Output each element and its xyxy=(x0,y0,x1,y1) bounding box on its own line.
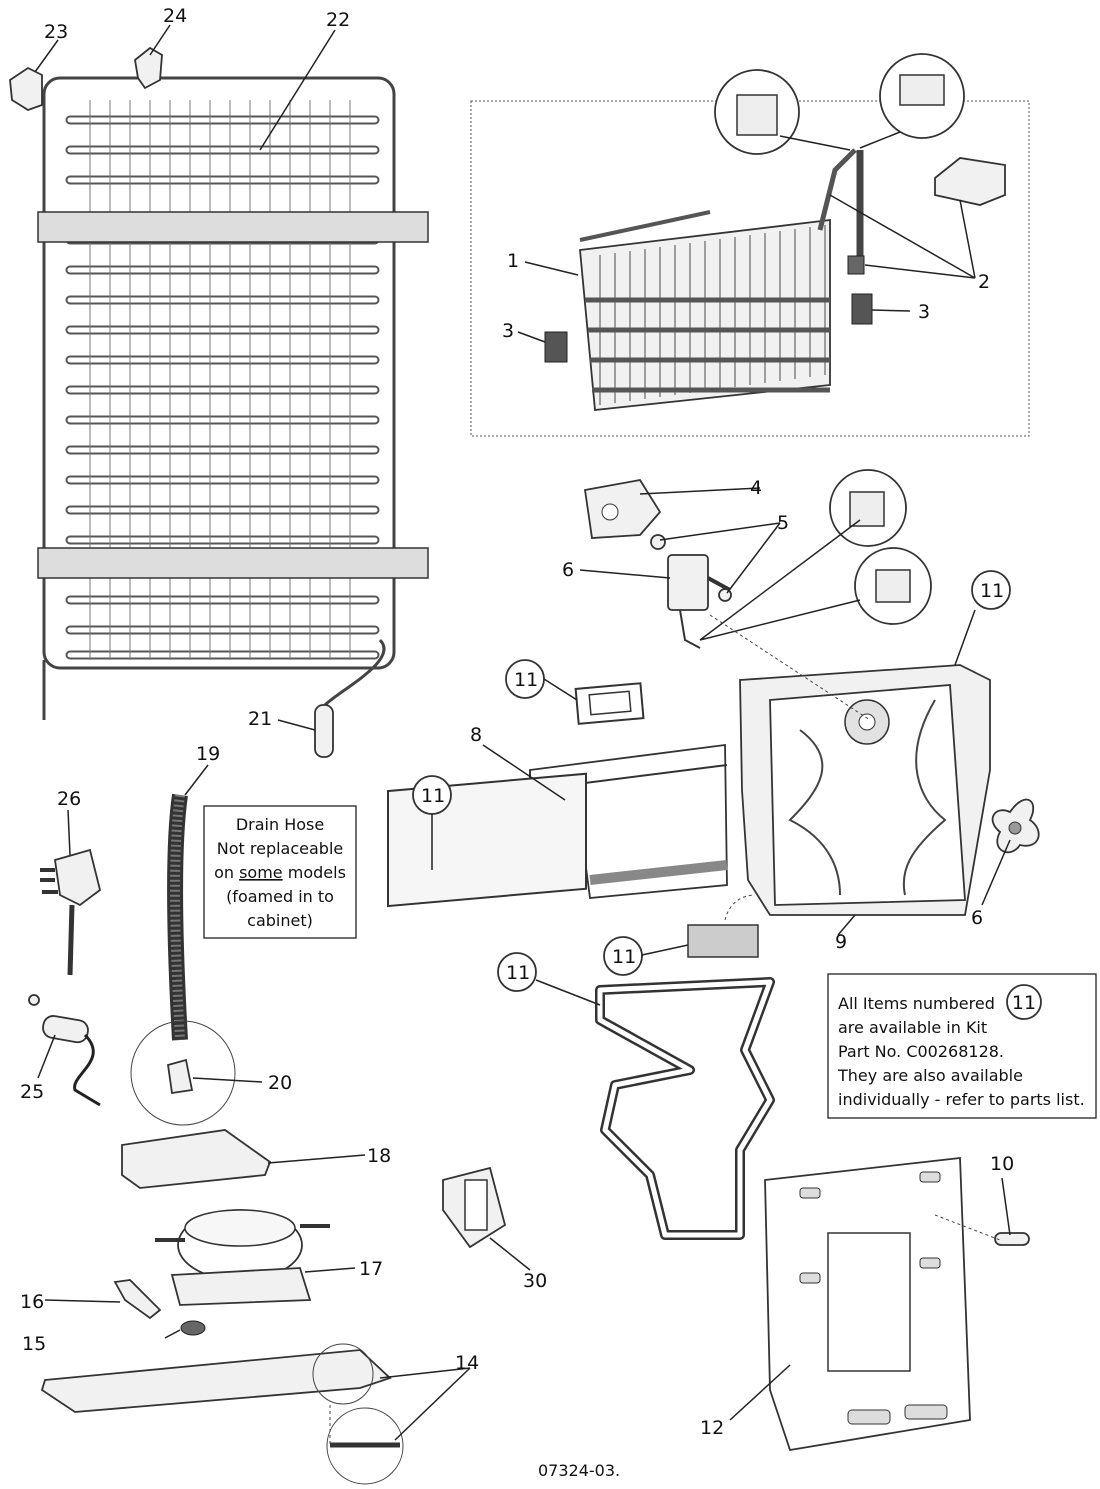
label-11e: 11 xyxy=(506,962,530,984)
part-11-small-seal xyxy=(574,682,645,725)
badge-11-e xyxy=(497,952,537,992)
label-6b: 6 xyxy=(971,907,983,929)
label-2: 2 xyxy=(978,271,990,293)
label-17: 17 xyxy=(359,1258,383,1280)
evaporator-dashed-box xyxy=(470,100,1030,437)
drawing-reference: 07324-03. xyxy=(538,1461,620,1480)
leader-lines xyxy=(34,24,1011,1441)
drain-note-line2: Not replaceable xyxy=(217,839,343,858)
part-11-gasket xyxy=(595,977,775,1240)
part-4-bracket xyxy=(583,479,662,539)
label-12: 12 xyxy=(700,1417,724,1439)
part-1-evaporator xyxy=(579,148,864,411)
part-9-fan-housing xyxy=(739,664,991,916)
kit-note: All Items numbered 11 are available in K… xyxy=(827,973,1097,1119)
part-21-drier xyxy=(314,704,334,758)
part-30-holder xyxy=(442,1166,507,1249)
socket-icon xyxy=(899,74,945,106)
part-24-clip xyxy=(134,46,163,90)
kit-note-line2: are available in Kit xyxy=(838,1018,987,1037)
kit-note-line4: They are also available xyxy=(837,1066,1023,1085)
part-11-foam-pad xyxy=(687,924,759,958)
part-5-nut xyxy=(650,534,666,550)
label-26: 26 xyxy=(57,788,81,810)
part-2-heater-clip xyxy=(934,157,1006,206)
label-3b: 3 xyxy=(918,301,930,323)
plug-icon xyxy=(736,94,778,136)
label-11a: 11 xyxy=(980,580,1004,602)
label-5: 5 xyxy=(777,512,789,534)
badge-11-a xyxy=(971,570,1011,610)
plug-2-icon xyxy=(849,491,885,527)
label-6a: 6 xyxy=(562,559,574,581)
part-3-sleeve-left xyxy=(544,331,568,363)
label-21: 21 xyxy=(248,708,272,730)
part-16-bracket xyxy=(113,1279,162,1320)
kit-note-line3: Part No. C00268128. xyxy=(838,1042,1004,1061)
number-labels: 23 24 22 1 3 2 3 4 5 6 11 11 21 8 19 11 … xyxy=(20,5,1014,1439)
label-23: 23 xyxy=(44,21,68,43)
part-26-plug xyxy=(40,848,102,976)
label-11d: 11 xyxy=(612,946,636,968)
label-19: 19 xyxy=(196,743,220,765)
label-8: 8 xyxy=(470,724,482,746)
label-22: 22 xyxy=(326,9,350,31)
part-15-grommet xyxy=(180,1320,206,1336)
label-15: 15 xyxy=(22,1333,46,1355)
label-20: 20 xyxy=(268,1072,292,1094)
part-12-back-plate xyxy=(764,1156,971,1452)
label-11c: 11 xyxy=(421,785,445,807)
label-24: 24 xyxy=(163,5,187,27)
part-19-drain-hose xyxy=(130,793,236,1126)
part-17-compressor xyxy=(155,1209,330,1306)
label-14: 14 xyxy=(455,1352,479,1374)
label-16: 16 xyxy=(20,1291,44,1313)
label-3a: 3 xyxy=(502,320,514,342)
label-30: 30 xyxy=(523,1270,547,1292)
part-6-fan-blade xyxy=(991,798,1040,854)
part-23-cap xyxy=(9,66,43,111)
label-25: 25 xyxy=(20,1081,44,1103)
label-4: 4 xyxy=(750,477,762,499)
part-6-fan-motor xyxy=(667,554,731,649)
part-10-pin xyxy=(994,1232,1030,1246)
label-11b: 11 xyxy=(514,669,538,691)
part-2-connector xyxy=(847,255,865,275)
part-14-base-rail xyxy=(40,1349,392,1413)
drain-note-line1: Drain Hose xyxy=(236,815,324,834)
drain-note-line5: cabinet) xyxy=(247,911,313,930)
label-9: 9 xyxy=(835,931,847,953)
condenser-coil xyxy=(37,76,429,720)
kit-note-badge xyxy=(1006,984,1042,1020)
drain-note-line3: on some models xyxy=(214,863,346,882)
label-1: 1 xyxy=(507,250,519,272)
badge-11-d xyxy=(603,936,643,976)
label-10: 10 xyxy=(990,1153,1014,1175)
drain-note-line4: (foamed in to xyxy=(226,887,334,906)
drain-hose-note: Drain Hose Not replaceable on some model… xyxy=(203,805,357,939)
kit-note-line1: All Items numbered xyxy=(838,994,995,1013)
label-18: 18 xyxy=(367,1145,391,1167)
part-18-drip-tray xyxy=(121,1129,272,1189)
kit-note-line5: individually - refer to parts list. xyxy=(838,1090,1085,1109)
kit-note-badge-text: 11 xyxy=(1012,992,1036,1014)
part-3-sleeve-right xyxy=(851,293,873,325)
socket-2-icon xyxy=(875,569,911,603)
